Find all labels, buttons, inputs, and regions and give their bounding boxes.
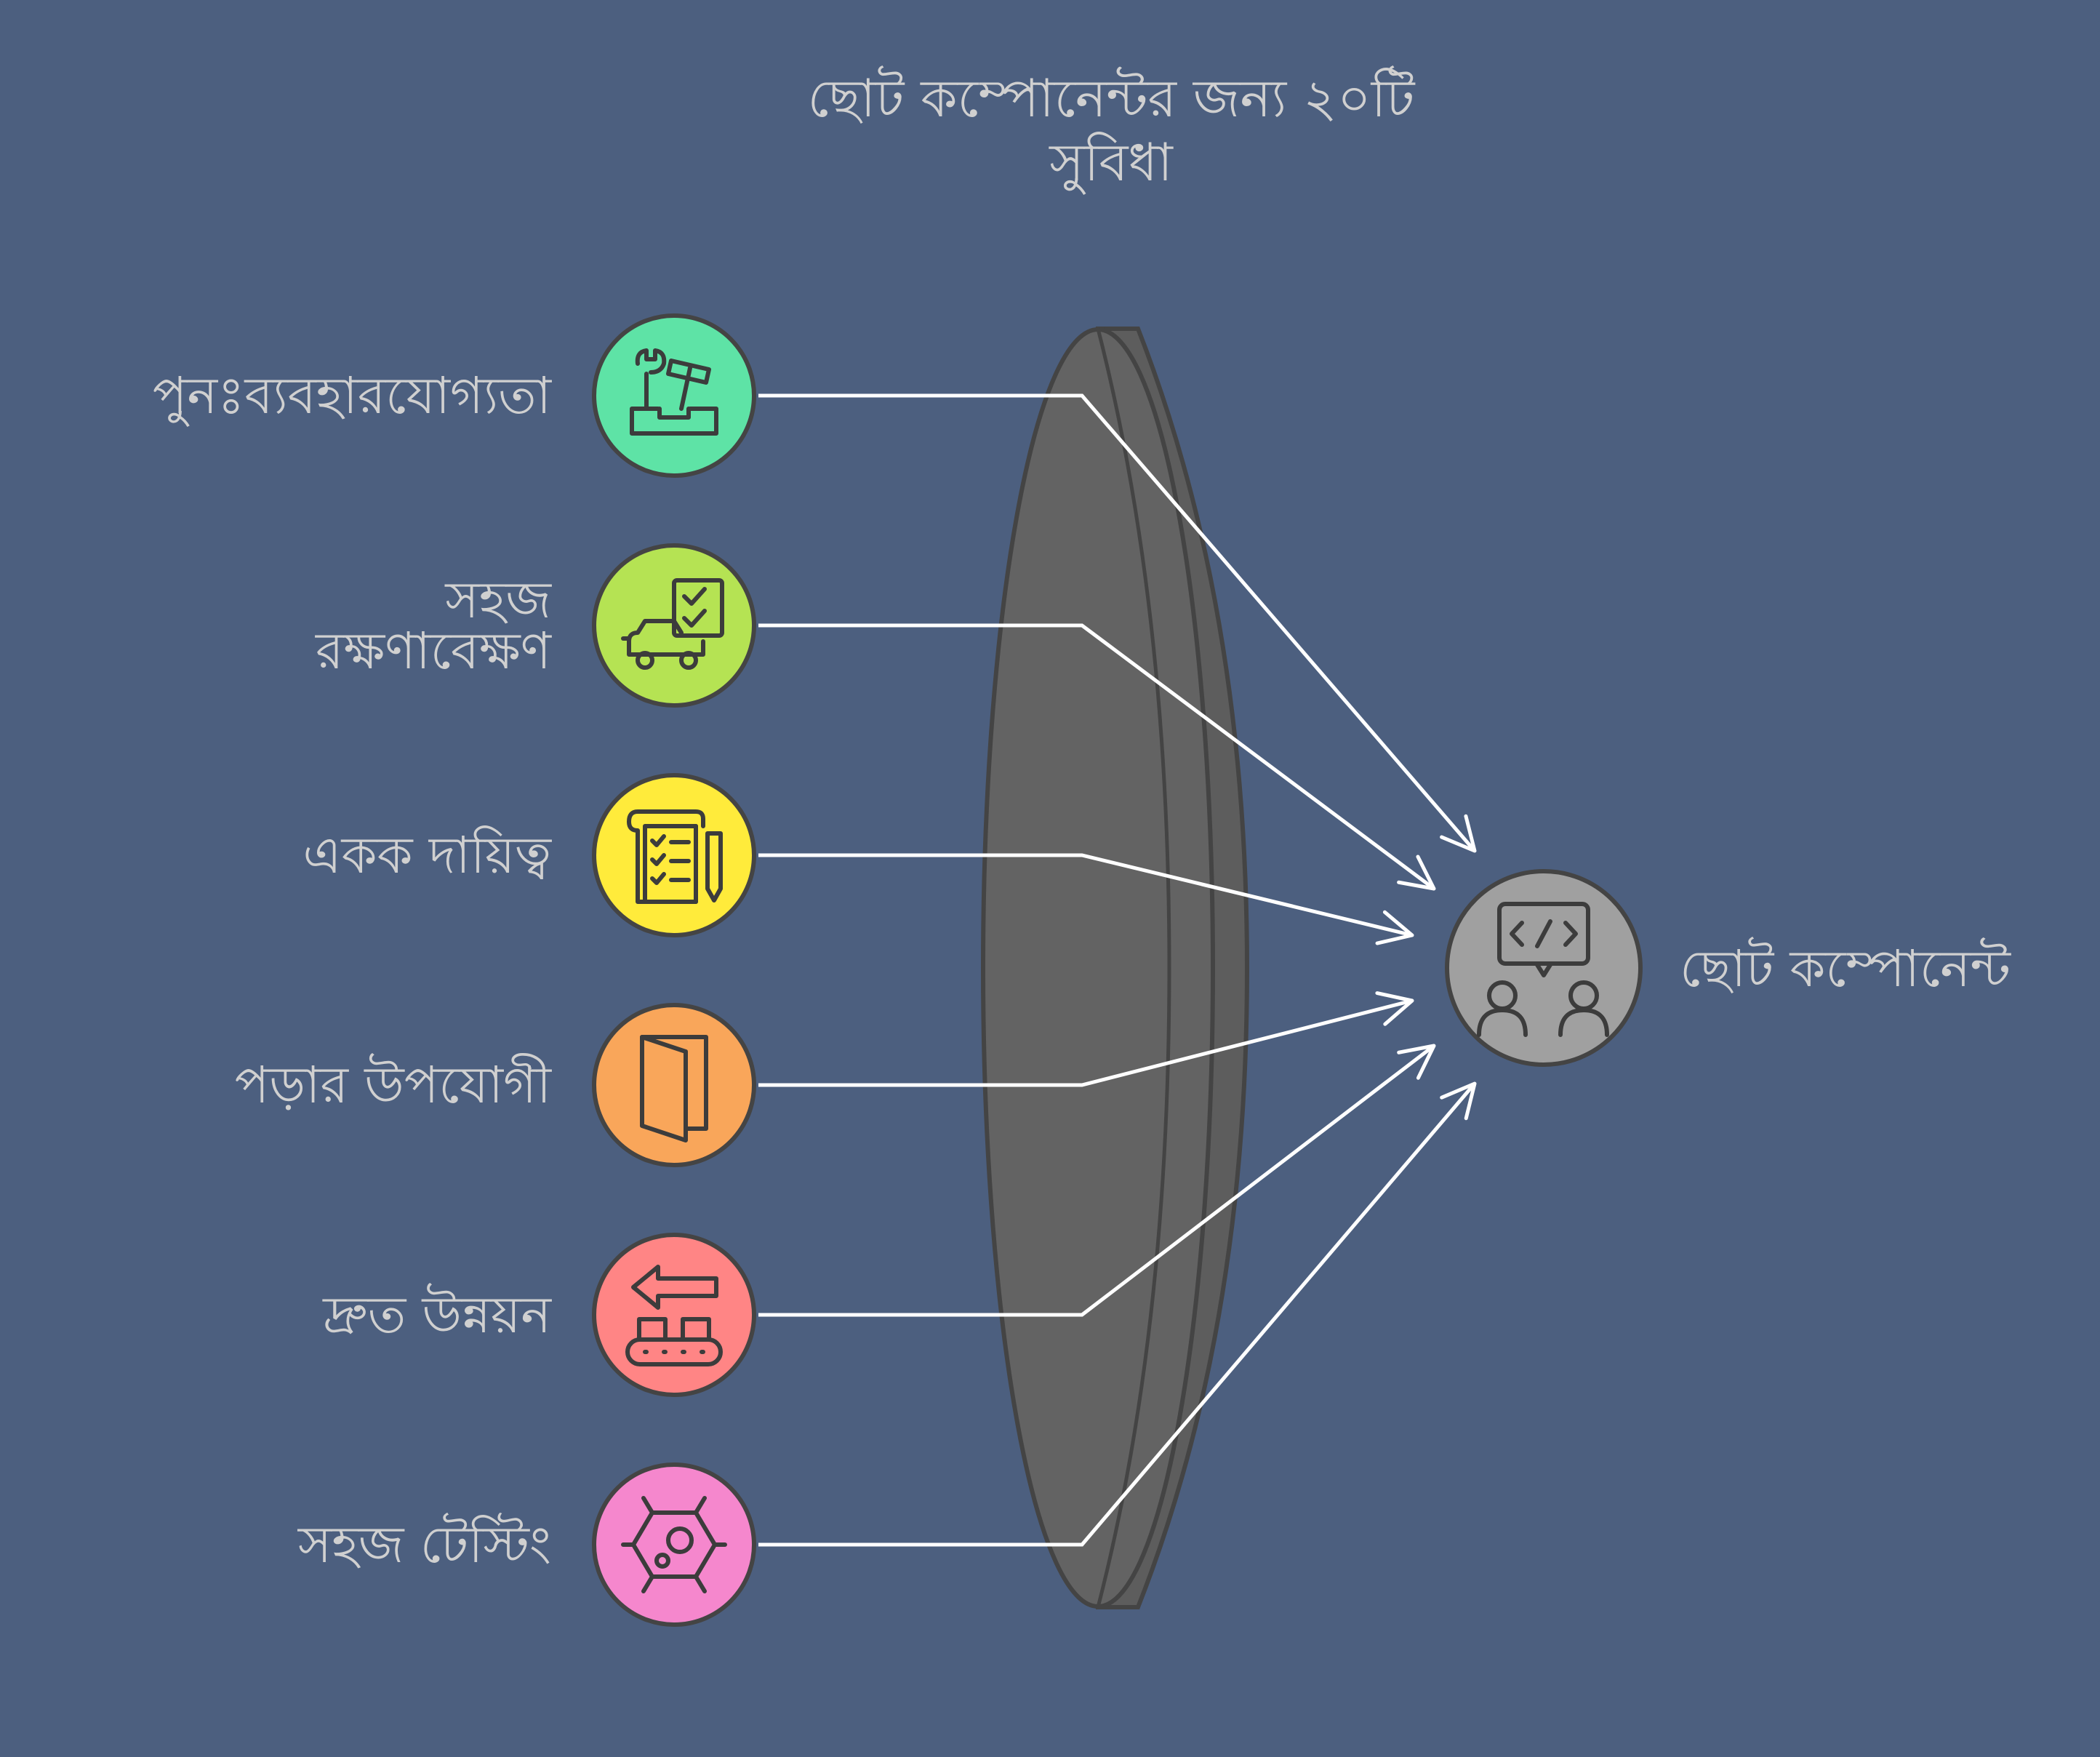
benefit-node-circle	[592, 313, 756, 478]
connector-line	[758, 998, 1413, 1087]
arrowhead	[1440, 814, 1477, 853]
target-node: ছোট কম্পোনেন্ট	[1445, 869, 2011, 1067]
arrowhead	[1397, 855, 1436, 891]
lens-disc	[981, 327, 1250, 1609]
arrowhead	[1375, 910, 1414, 945]
benefit-node: পড়ার উপযোগী	[235, 1003, 756, 1167]
benefit-label: একক দায়িত্ব	[302, 825, 552, 885]
arrowhead	[1397, 1044, 1436, 1080]
diagram-title-line-2: সুবিধা	[1049, 132, 1174, 194]
toolbox-icon	[630, 348, 718, 436]
benefit-label: সহজ টেস্টিং	[297, 1513, 551, 1574]
connector-line	[758, 623, 1435, 891]
benefit-node-circle	[592, 1462, 756, 1627]
benefit-node: পুনঃব্যবহারযোগ্যতা	[153, 313, 756, 478]
benefit-label: পুনঃব্যবহারযোগ্যতা	[153, 366, 553, 428]
target-node-circle	[1445, 869, 1643, 1067]
connector-line	[758, 853, 1413, 937]
connector-line	[758, 1082, 1476, 1547]
benefit-node-circle	[592, 1003, 756, 1167]
car-maintenance-icon	[621, 578, 724, 670]
checklist-icon	[627, 809, 723, 904]
benefit-node: সহজ টেস্টিং	[297, 1462, 756, 1627]
benefit-label: সহজ	[444, 570, 552, 630]
target-label: ছোট কম্পোনেন্ট	[1680, 937, 2011, 998]
benefit-node-circle	[592, 1233, 756, 1397]
connector-lines	[758, 393, 1477, 1547]
diagram-title-line-1: ছোট কম্পোনেন্টর জন্য ২০টি	[807, 65, 1416, 129]
benefit-label: পড়ার উপযোগী	[235, 1053, 552, 1115]
open-door-icon	[640, 1035, 708, 1142]
arrowhead	[1440, 1081, 1477, 1121]
connector-line	[758, 1044, 1435, 1317]
virus-icon	[621, 1496, 727, 1593]
benefit-label: দ্রুত উন্নয়ন	[322, 1283, 552, 1345]
benefit-node-circle	[592, 773, 756, 937]
benefit-node: একক দায়িত্ব	[302, 773, 756, 937]
conveyor-icon	[625, 1265, 723, 1366]
benefit-node: দ্রুত উন্নয়ন	[322, 1233, 756, 1397]
benefit-label: রক্ষণাবেক্ষণ	[315, 621, 553, 681]
arrowhead	[1375, 991, 1414, 1026]
connector-line	[758, 393, 1476, 852]
code-collaboration-icon	[1477, 902, 1609, 1037]
